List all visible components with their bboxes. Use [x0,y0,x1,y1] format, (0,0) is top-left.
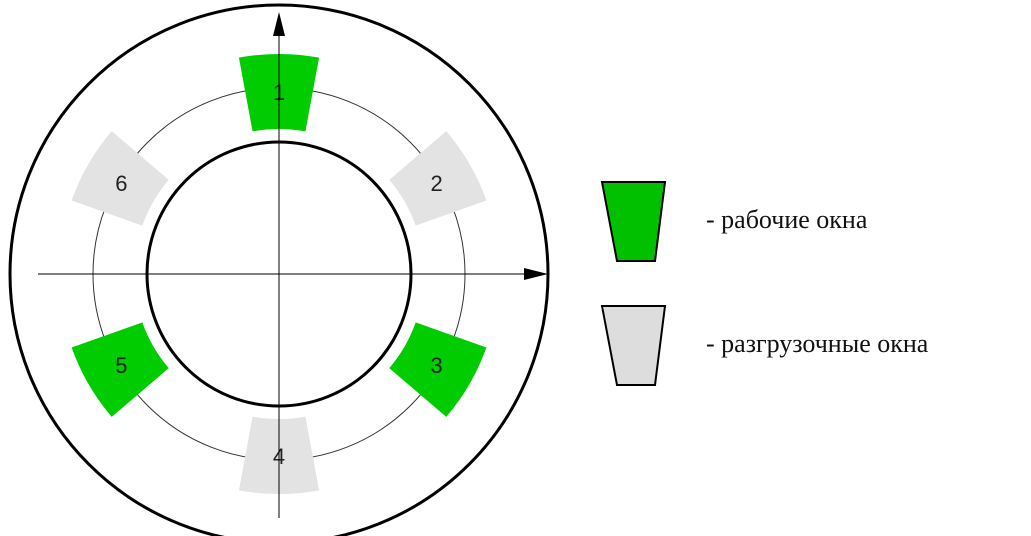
legend-unloading-swatch [600,305,667,386]
window-sector-6 [71,131,169,226]
window-label-2: 2 [430,171,442,196]
window-sector-2 [389,131,487,226]
legend-working-label: - рабочие окна [706,205,868,234]
window-label-5: 5 [115,353,127,378]
window-sector-5 [71,322,169,417]
window-label-3: 3 [430,353,442,378]
vertical-axis-arrow-icon [273,12,285,36]
horizontal-axis-arrow-icon [524,268,548,280]
window-label-6: 6 [115,171,127,196]
legend-working-swatch [600,181,667,262]
legend-unloading-label: - разгрузочные окна [706,329,929,358]
window-sector-3 [389,322,487,417]
